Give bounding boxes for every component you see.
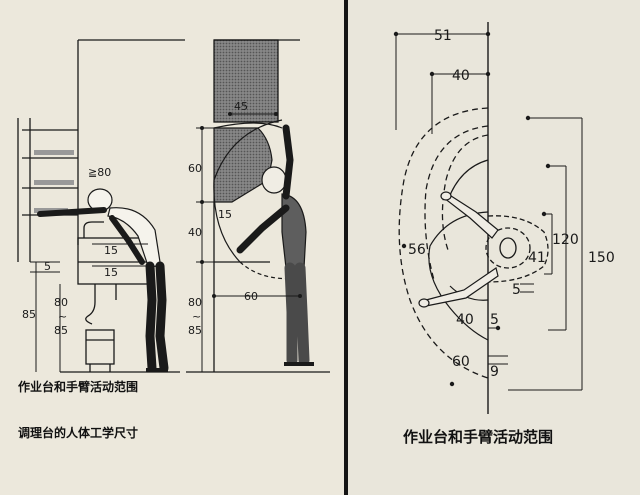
left-panel: ≧80 15 15 5 85 80 ~ 85 (0, 0, 348, 495)
dim-height-85: 85 (22, 308, 36, 321)
wall-shelves (17, 118, 78, 262)
dim-lines-right-side (395, 33, 583, 391)
upper-cabinet-right (213, 39, 300, 123)
dim-80-85-tilde: ~ (58, 310, 67, 323)
hatched-reach-zone (213, 122, 283, 203)
dim-height-40: 40 (188, 226, 202, 239)
arm-upper (440, 191, 499, 239)
dim-shelf-gap: ≧80 (88, 166, 111, 179)
person-top-view (485, 215, 549, 283)
dim-56: 56 (408, 242, 426, 258)
stool (85, 329, 115, 372)
dim-ticks-right (200, 112, 302, 298)
dim-80-85-bottom: 85 (54, 324, 68, 337)
mannequin-left (37, 188, 169, 373)
dim-40-bottom: 40 (456, 312, 474, 328)
dim-height-5: 5 (44, 260, 51, 273)
dim-reach-45: 45 (234, 100, 248, 113)
dim-lines-left (30, 130, 148, 372)
caption-left-2: 调理台的人体工学尺寸 (18, 426, 139, 440)
dim-range2-tilde: ~ (192, 310, 201, 323)
dim-5-bottom: 5 (490, 312, 499, 328)
caption-left-1: 作业台和手臂活动范围 (18, 380, 139, 394)
dim-sink-15-a: 15 (104, 244, 118, 257)
dim-reach-60: 60 (244, 290, 258, 303)
dim-dots-right (393, 31, 551, 387)
dim-5-side: 5 (512, 282, 521, 298)
arm-reach-plan-diagram: 51 40 56 41 120 150 5 40 5 60 9 (393, 22, 615, 414)
arm-lower (418, 267, 499, 308)
caption-right: 作业台和手臂活动范围 (403, 428, 554, 446)
dim-range2-top: 80 (188, 296, 202, 309)
dim-height-60: 60 (188, 162, 202, 175)
dim-sink-15-b: 15 (104, 266, 118, 279)
dim-40-top: 40 (452, 68, 470, 84)
right-panel: 51 40 56 41 120 150 5 40 5 60 9 作业台和手臂活动… (348, 0, 640, 495)
reach-arcs (398, 107, 489, 379)
mannequin-right (236, 124, 314, 366)
dim-depth-15: 15 (218, 208, 232, 221)
dim-9: 9 (490, 364, 499, 380)
dim-60: 60 (452, 354, 470, 370)
dim-lines-right (196, 113, 300, 372)
dim-120: 120 (552, 232, 579, 248)
dim-range2-bottom: 85 (188, 324, 202, 337)
dim-150: 150 (588, 250, 615, 266)
kitchen-counter-diagram: ≧80 15 15 5 85 80 ~ 85 (17, 39, 330, 373)
counter-right (213, 202, 270, 372)
dim-41: 41 (528, 250, 546, 266)
panel-divider (344, 0, 348, 495)
dim-51: 51 (434, 28, 452, 44)
dim-80-85-top: 80 (54, 296, 68, 309)
